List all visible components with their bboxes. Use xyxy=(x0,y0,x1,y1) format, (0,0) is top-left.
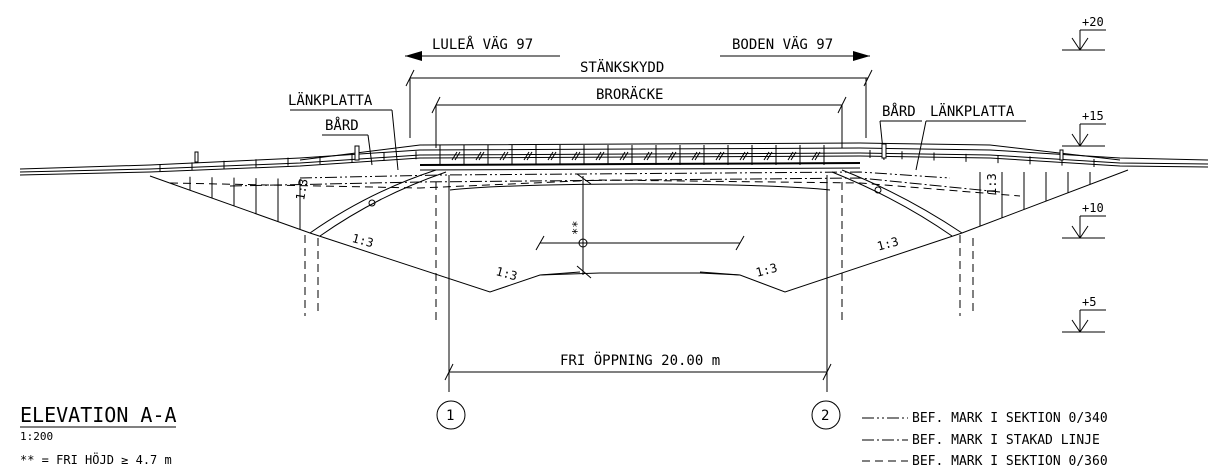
legend-item: BEF. MARK I STAKAD LINJE xyxy=(912,433,1100,448)
support-1: 1 xyxy=(436,400,466,430)
lankplatta-left-label: LÄNKPLATTA xyxy=(288,91,373,109)
bard-left-label: BÅRD xyxy=(325,117,359,134)
abutments xyxy=(304,182,974,320)
bridge-deck xyxy=(19,142,1208,176)
direction-right: BODEN VÄG 97 xyxy=(720,35,870,61)
elevation-15: +15 xyxy=(1062,109,1106,147)
drawing-title: ELEVATION A-A xyxy=(20,403,177,427)
direction-left: LULEÅ VÄG 97 xyxy=(405,35,560,61)
fri-oppning-label: FRI ÖPPNING 20.00 m xyxy=(560,351,720,369)
lankplatta-right-label: LÄNKPLATTA xyxy=(930,102,1015,120)
stankskydd-label: STÄNKSKYDD xyxy=(580,58,664,76)
callout-lankplatta-left: LÄNKPLATTA xyxy=(288,91,399,171)
support-2: 2 xyxy=(811,400,841,430)
existing-ground-lines xyxy=(169,171,1021,197)
legend-item: BEF. MARK I SEKTION 0/360 xyxy=(912,454,1108,469)
callout-bard-left: BÅRD xyxy=(322,117,373,166)
brorarcke-label: BRORÄCKE xyxy=(596,85,663,103)
direction-left-label: LULEÅ VÄG 97 xyxy=(432,35,533,53)
elevation-label: +15 xyxy=(1082,109,1104,123)
drawing-scale: 1:200 xyxy=(20,430,53,443)
underside xyxy=(189,172,1091,276)
legend: BEF. MARK I SEKTION 0/340 BEF. MARK I ST… xyxy=(862,411,1108,469)
elevation-20: +20 xyxy=(1062,15,1106,51)
elevation-label: +10 xyxy=(1082,201,1104,215)
slope-label: 1:3 xyxy=(754,261,779,280)
slope-label: 1:3 xyxy=(876,234,901,253)
support-2-label: 2 xyxy=(821,408,829,424)
direction-right-label: BODEN VÄG 97 xyxy=(732,35,833,53)
elevation-markers: +20 +15 +10 +5 xyxy=(1062,15,1106,333)
elevation-10: +10 xyxy=(1062,201,1106,239)
double-star-label: ** xyxy=(570,221,584,235)
callout-lankplatta-right: LÄNKPLATTA xyxy=(915,102,1026,171)
legend-item: BEF. MARK I SEKTION 0/340 xyxy=(912,411,1108,426)
brorarcke-dimension: BRORÄCKE xyxy=(431,85,847,148)
support-1-label: 1 xyxy=(446,408,454,424)
title-block: ELEVATION A-A 1:200 ** = FRI HÖJD ≥ 4.7 … xyxy=(20,403,177,467)
left-embankment xyxy=(149,169,581,293)
clearance-marker: ** xyxy=(535,173,745,279)
slope-label: 1:3 xyxy=(985,173,999,195)
clearance-note: ** = FRI HÖJD ≥ 4.7 m xyxy=(20,451,172,467)
elevation-5: +5 xyxy=(1062,295,1106,333)
slope-label: 1:3 xyxy=(350,231,375,250)
slope-labels: 1:3 1:3 1:3 1:3 1:3 1:3 xyxy=(293,173,999,283)
elevation-label: +20 xyxy=(1082,15,1104,29)
stankskydd-dimension: STÄNKSKYDD xyxy=(405,58,873,138)
elevation-label: +5 xyxy=(1082,295,1096,309)
slope-label: 1:3 xyxy=(293,178,311,202)
fri-oppning-dimension: FRI ÖPPNING 20.00 m xyxy=(444,351,832,381)
slope-label: 1:3 xyxy=(494,264,519,283)
bard-right-label: BÅRD xyxy=(882,103,916,120)
